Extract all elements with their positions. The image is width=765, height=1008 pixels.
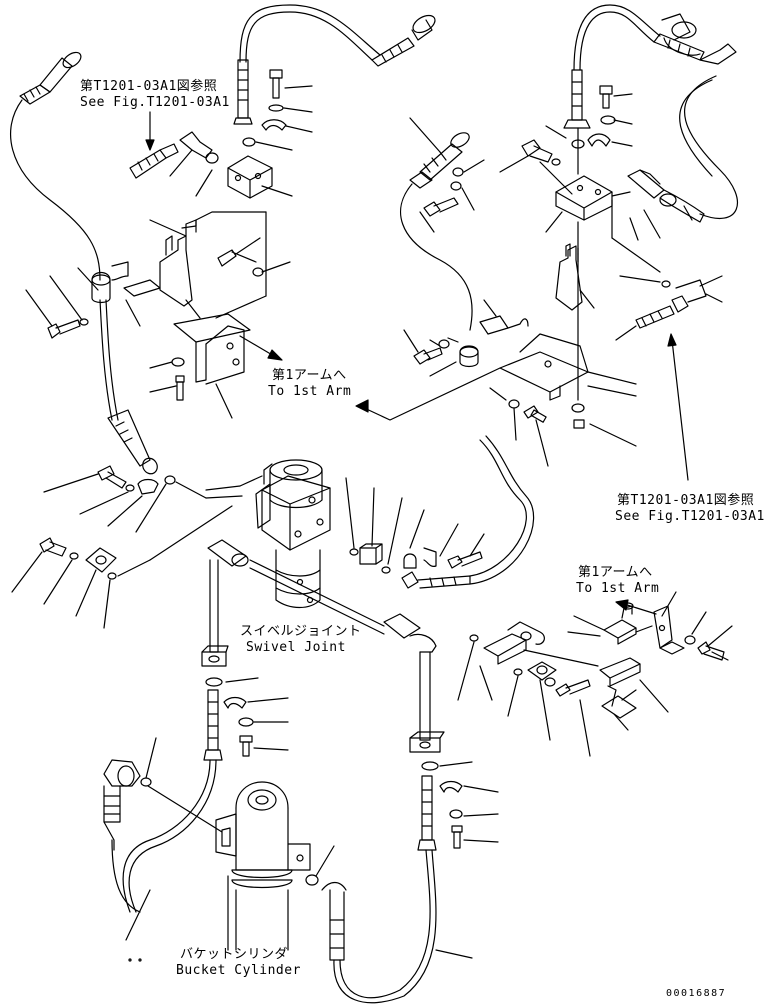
reference-label-top-left-jp: 第T1201-03A1図参照 (80, 79, 218, 94)
drawing-number: 00016887 (666, 988, 727, 999)
swivel-left-parts (11, 465, 243, 629)
reference-label-right-jp: 第T1201-03A1図参照 (617, 493, 755, 508)
swivel-joint-label-en: Swivel Joint (246, 640, 346, 655)
left-vertical-hose (99, 299, 158, 475)
reference-label-top-left-en: See Fig.T1201-03A1 (80, 95, 230, 110)
reference-label-right-en: See Fig.T1201-03A1 (615, 509, 765, 524)
top-right-hose (563, 4, 738, 220)
lower-left-fitting (103, 737, 223, 913)
destination-label-left-jp: 第1アームへ (272, 368, 347, 383)
right-lower-bracket (567, 591, 733, 731)
top-right-valve-block (499, 127, 705, 273)
bottom-dots (128, 958, 142, 962)
top-left-valve-block (129, 131, 293, 199)
destination-label-right-en: To 1st Arm (576, 581, 660, 596)
lower-right-hose (305, 761, 499, 1004)
top-left-mount-plate (149, 211, 283, 419)
destination-label-right-jp: 第1アームへ (578, 565, 653, 580)
bucket-cylinder (215, 781, 311, 951)
right-lower-clamp-group (479, 621, 599, 757)
top-right-left-fitting (399, 117, 485, 331)
bucket-cylinder-label-en: Bucket Cylinder (176, 963, 301, 978)
bucket-cylinder-label-jp: バケットシリンダ (180, 947, 289, 962)
right-side-fittings (615, 275, 723, 481)
swivel-joint-label-jp: スイベルジョイント (240, 624, 362, 639)
lower-left-hose (122, 677, 289, 941)
top-left-hose-fitting (9, 51, 101, 281)
top-center-hose (233, 4, 436, 125)
swivel-right-parts (345, 435, 535, 589)
top-left-bracket (25, 211, 291, 339)
swivel-outlet-tubes (201, 539, 479, 753)
top-right-bolts (545, 85, 633, 149)
destination-label-left-en: To 1st Arm (268, 384, 352, 399)
top-right-bracket (355, 243, 637, 467)
top-left-bolts (242, 69, 313, 151)
top-left-reference-arrow (145, 111, 155, 151)
swivel-joint-body (205, 459, 331, 609)
